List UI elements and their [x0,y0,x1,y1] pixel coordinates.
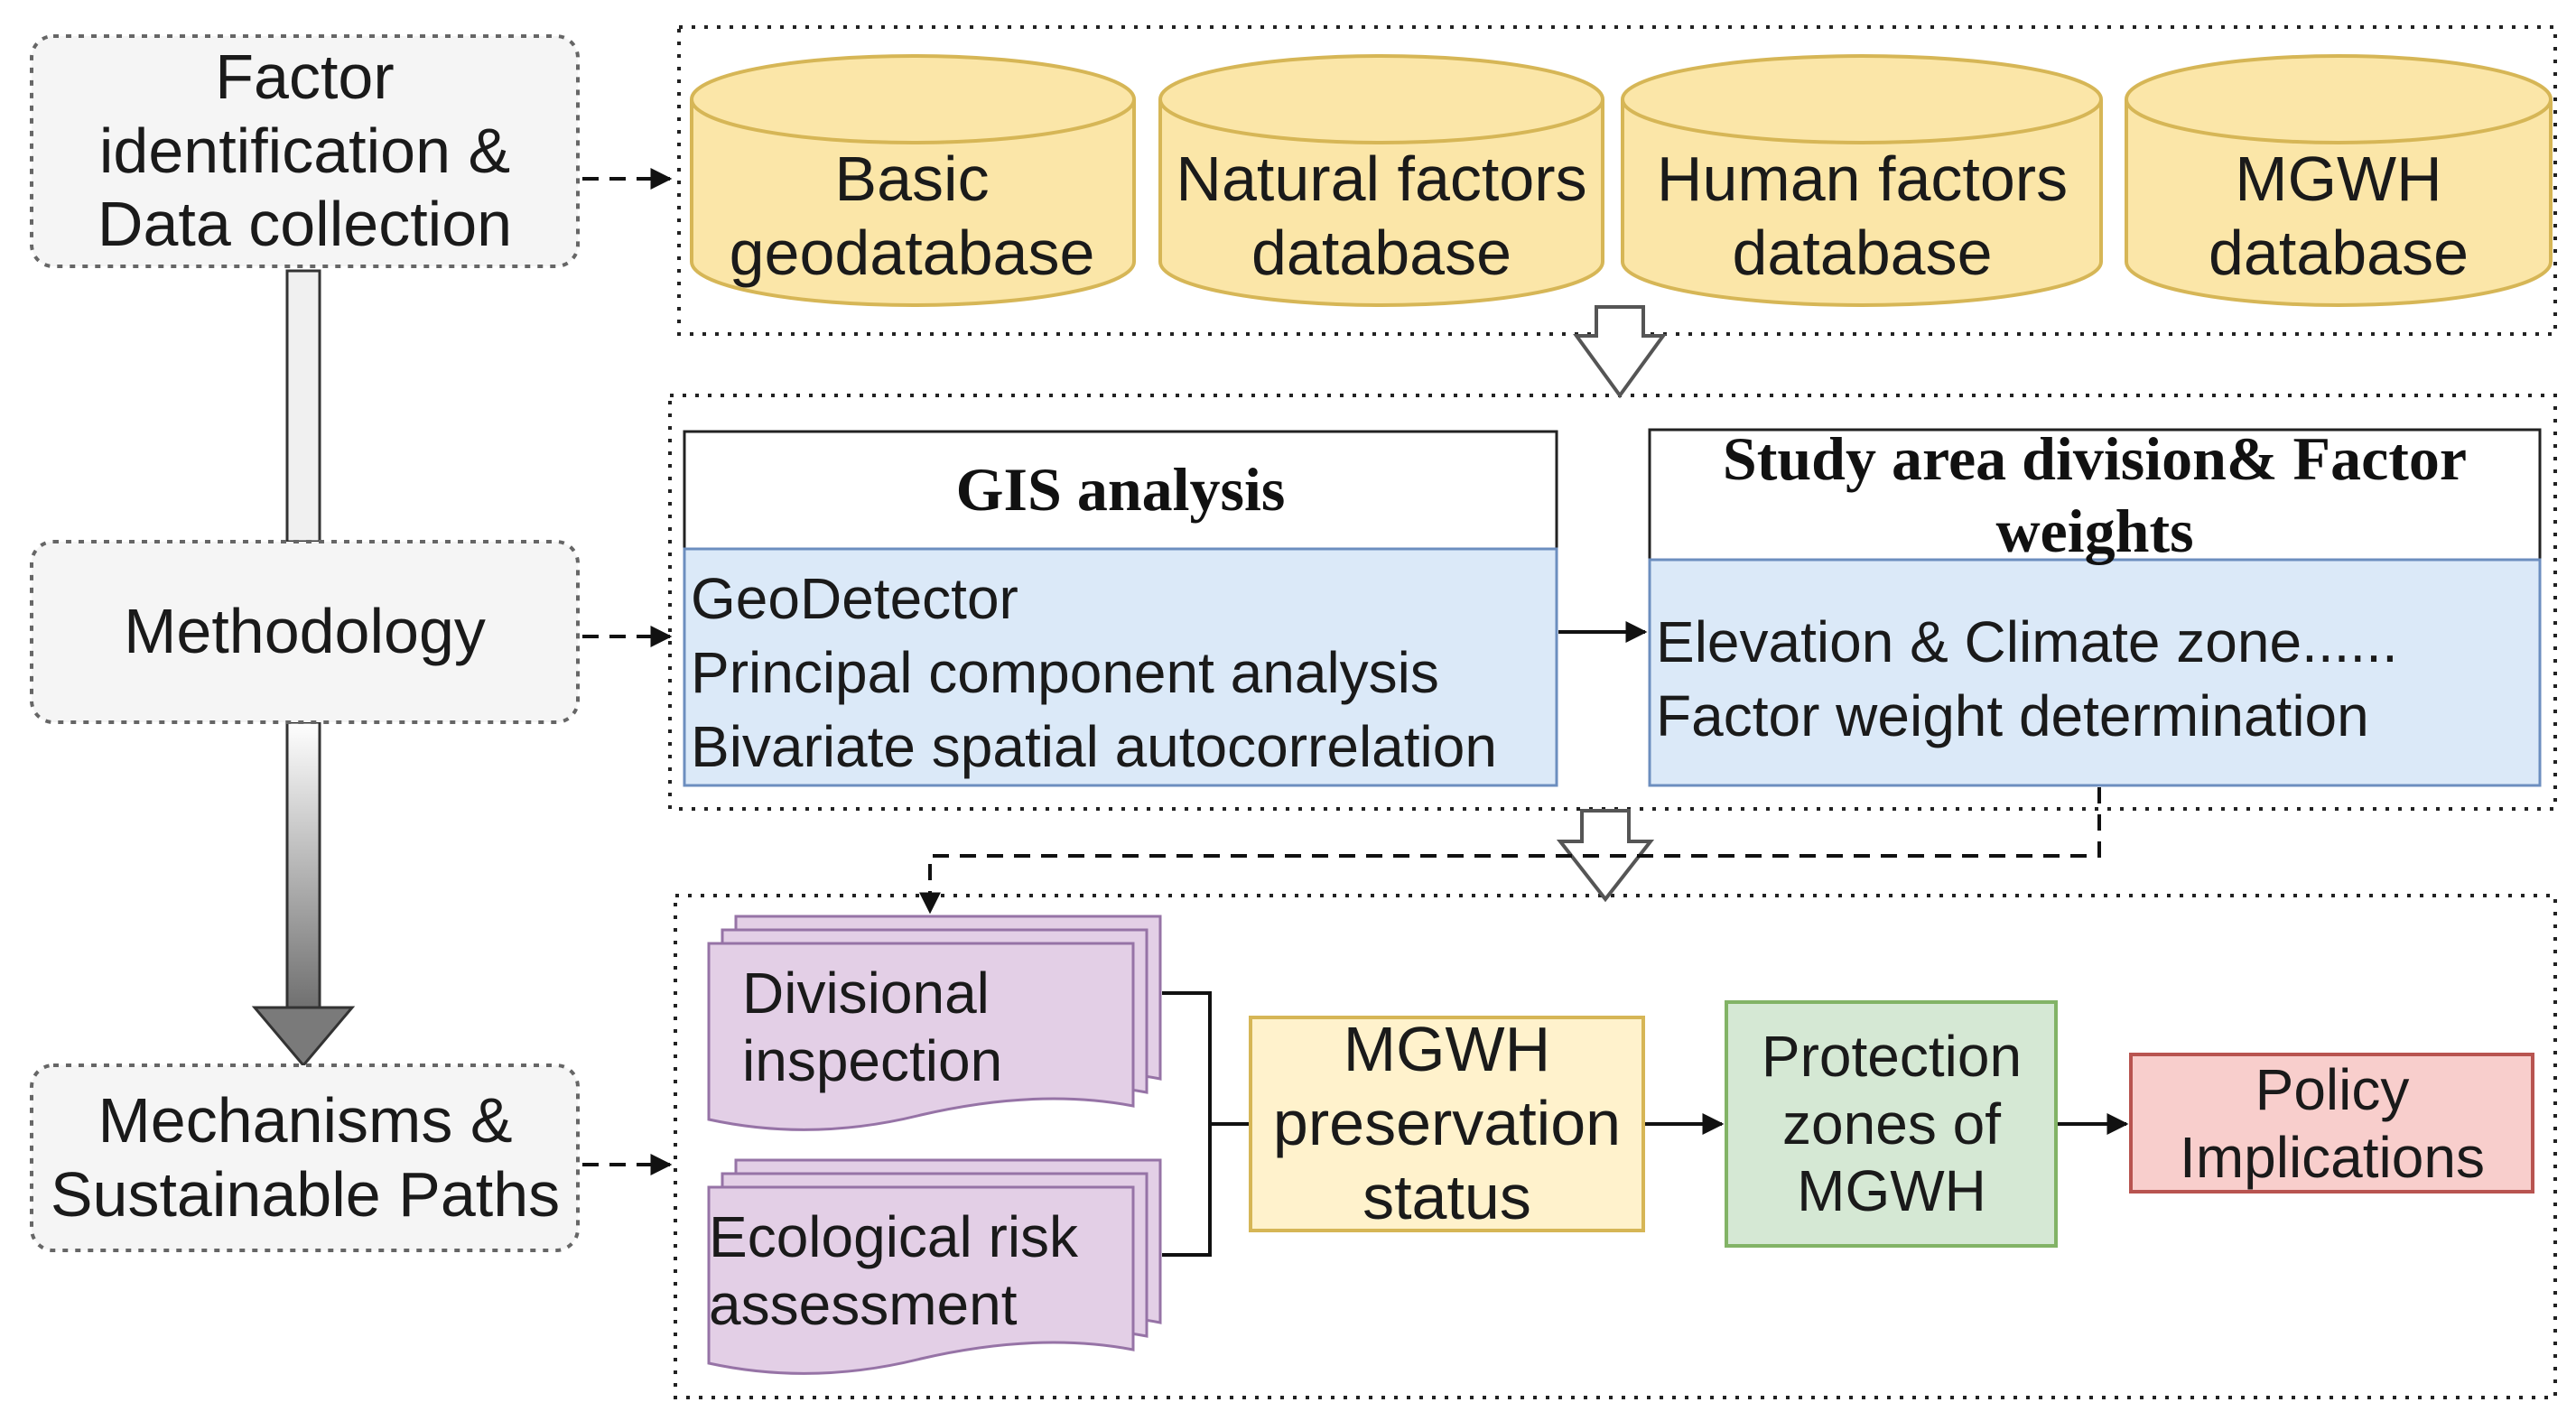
gis-item-bivariate: Bivariate spatial autocorrelation [691,714,1497,779]
stage-box-factor-identification [30,34,580,268]
study-item-elevation: Elevation & Climate zone...... [1656,609,2398,674]
database-group-frame [677,25,2557,336]
divisional-inspection-label: Divisional inspection [742,960,1003,1093]
study-item-factor-weight: Factor weight determination [1656,683,2369,748]
stage-progress-arrow [251,269,356,1068]
gis-item-geodetector: GeoDetector [691,566,1018,631]
mgwh-database-label: MGWH database [2208,144,2469,288]
stage-connectors [582,168,673,1175]
gis-analysis-shapes [683,430,1558,787]
preservation-box [1249,1016,1645,1232]
stage-label-methodology: Methodology [124,596,486,667]
stage-box-mechanisms [30,1063,580,1252]
study-area-title: Study area division& Factor weights [1722,423,2468,565]
study-area-list: Elevation & Climate zone...... Factor we… [1656,605,2398,753]
preservation-status-label: MGWH preservation status [1272,1014,1622,1232]
protection-zones-label: Protection zones of MGWH [1761,1023,2023,1224]
stage-box-methodology [30,540,580,724]
stage-label-mechanisms: Mechanisms & Sustainable Paths [50,1084,561,1230]
group-transition-arrows [1556,305,1667,903]
stage-label-factor-identification: Factor identification & Data collection [97,41,513,260]
study-to-documents-connector [919,787,2101,915]
policy-implications-label: Policy Implications [2180,1056,2485,1190]
document-stacks [707,915,1162,1375]
protection-box [1725,1000,2058,1248]
gis-analysis-list: GeoDetector Principal component analysis… [691,562,1497,784]
documents-bracket [1162,991,1251,1257]
ecological-risk-label: Ecological risk assessment [709,1203,1079,1337]
database-cylinders [690,54,2553,307]
mechanisms-group-frame [674,894,2557,1399]
natural-factors-database-label: Natural factors database [1176,144,1587,288]
policy-box [2129,1053,2534,1193]
human-factors-database-label: Human factors database [1656,144,2069,288]
study-area-shapes [1648,428,2542,787]
gis-item-pca: Principal component analysis [691,640,1439,705]
basic-geodatabase-label: Basic geodatabase [729,144,1095,288]
gis-analysis-title: GIS analysis [955,455,1286,525]
